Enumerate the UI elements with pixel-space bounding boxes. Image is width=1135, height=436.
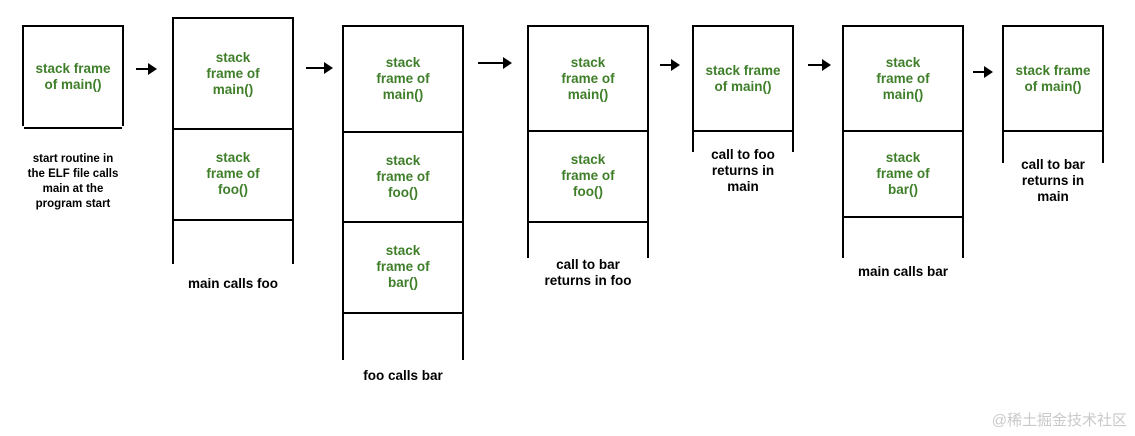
stack-frame-label: stack frame of main() [705, 62, 781, 94]
stage-caption: call to foo returns in main [711, 147, 775, 194]
right-arrow-icon [306, 62, 333, 74]
stack-stage-4: stack frame of main() stack frame of foo(… [527, 25, 649, 258]
stage-caption: main calls foo [187, 276, 279, 291]
stack-frame: stack frame of bar() [844, 131, 962, 218]
stack-frame: stack frame of main() [174, 19, 292, 130]
stack-frame: stack frame of foo() [529, 131, 647, 223]
stack-frame: stack frame of main() [24, 27, 122, 129]
stack-frame-label: stack frame of bar() [876, 149, 930, 197]
stack-frame: stack frame of main() [694, 27, 792, 132]
stage-caption: call to bar returns in main [1021, 157, 1085, 204]
stack-stage-2: stack frame of main() stack frame of foo(… [172, 17, 294, 264]
stack-frame-label: stack frame of bar() [376, 243, 430, 290]
stack-stage-1: stack frame of main() [22, 25, 124, 129]
right-arrow-icon [478, 57, 512, 69]
stack-frame-label: stack frame of main() [1015, 62, 1091, 94]
stack-frame: stack frame of foo() [174, 129, 292, 221]
stack-frame-label: stack frame of foo() [206, 150, 260, 197]
stack-frame-label: stack frame of main() [561, 54, 615, 102]
stack-frame: stack frame of bar() [344, 222, 462, 314]
stack-stage-7: stack frame of main() [1002, 25, 1104, 163]
stack-stage-5: stack frame of main() [692, 25, 794, 152]
stage-caption: call to bar returns in foo [544, 257, 632, 288]
stage-caption: foo calls bar [363, 368, 443, 383]
right-arrow-icon [973, 66, 993, 78]
stack-frame: stack frame of main() [1004, 27, 1102, 132]
right-arrow-icon [808, 59, 831, 71]
stack-frame-label: stack frame of foo() [561, 152, 615, 199]
stack-frame-label: stack frame of main() [35, 61, 111, 92]
stack-frame-label: stack frame of main() [876, 54, 930, 102]
stage-caption: start routine in the ELF file calls main… [27, 153, 119, 210]
right-arrow-icon [136, 63, 157, 75]
stack-frame: stack frame of main() [529, 27, 647, 132]
watermark: @稀土掘金技术社区 [991, 412, 1127, 429]
stack-stage-6: stack frame of main() stack frame of bar(… [842, 25, 964, 258]
stack-frame-label: stack frame of main() [376, 55, 430, 102]
stack-stage-3: stack frame of main() stack frame of foo(… [342, 25, 464, 360]
stage-caption: main calls bar [857, 264, 949, 279]
stack-frame-label: stack frame of main() [206, 49, 260, 97]
stack-frame: stack frame of main() [844, 27, 962, 132]
stack-frame: stack frame of foo() [344, 132, 462, 223]
stack-frame: stack frame of main() [344, 27, 462, 133]
stack-frame-label: stack frame of foo() [376, 152, 430, 200]
right-arrow-icon [660, 59, 680, 71]
